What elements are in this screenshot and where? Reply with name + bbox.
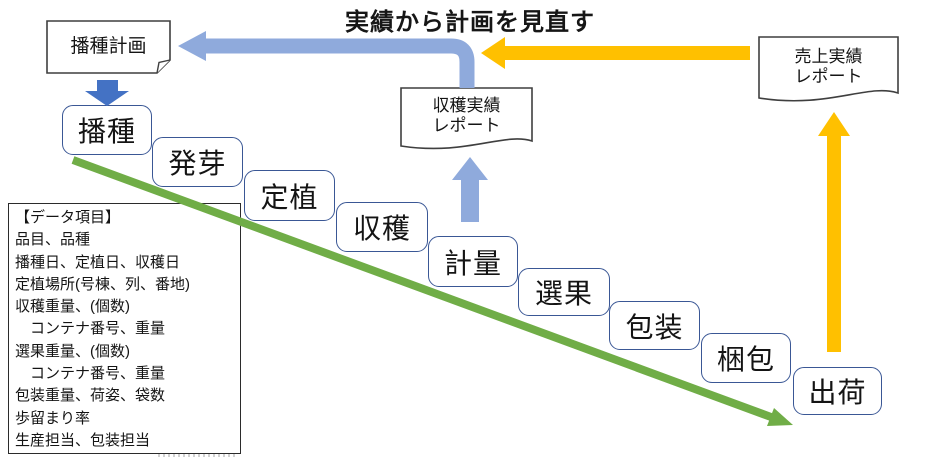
data-item: コンテナ番号、重量 xyxy=(15,365,166,383)
data-items-panel: 【データ項目】 品目、品種 播種日、定植日、収穫日 定植場所(号棟、列、番地) … xyxy=(8,203,241,454)
data-item: 品目、品種 xyxy=(15,231,91,249)
data-item: 生産担当、包装担当 xyxy=(15,431,151,449)
weighing-to-harvest-report-arrow xyxy=(452,157,488,222)
step-label: 出荷 xyxy=(808,377,867,408)
data-item: 定植場所(号棟、列、番地) xyxy=(15,275,190,293)
harvest-report-to-plan-arrow xyxy=(178,31,475,88)
harvest-report-document: 収穫実績 レポート xyxy=(400,87,533,155)
harvest-report-label: 収穫実績 レポート xyxy=(432,96,501,135)
step-germination: 発芽 xyxy=(152,137,243,187)
sowing-plan-document: 播種計画 xyxy=(46,20,171,74)
step-sowing: 播種 xyxy=(62,105,152,155)
document-shape-icon xyxy=(758,36,899,102)
step-shipping: 出荷 xyxy=(793,367,882,415)
note-shape-icon xyxy=(46,20,171,74)
step-label: 発芽 xyxy=(168,148,227,179)
sales-report-label: 売上実績 レポート xyxy=(794,47,863,86)
step-label: 選果 xyxy=(534,278,593,309)
shipping-to-sales-report-arrow xyxy=(818,112,850,352)
step-label: 播種 xyxy=(77,116,136,147)
step-harvesting: 収穫 xyxy=(336,202,428,252)
data-item: 収穫重量、(個数) xyxy=(15,298,130,316)
sales-report-to-plan-arrow xyxy=(481,37,750,69)
step-packing: 梱包 xyxy=(701,333,791,383)
step-label: 計量 xyxy=(443,247,502,279)
sowing-plan-label: 播種計画 xyxy=(70,35,147,57)
step-label: 梱包 xyxy=(716,344,775,375)
data-item: コンテナ番号、重量 xyxy=(15,320,166,338)
step-label: 定植 xyxy=(260,181,319,213)
step-weighing: 計量 xyxy=(428,236,518,287)
plan-to-sowing-arrow xyxy=(85,80,129,106)
step-transplanting: 定植 xyxy=(244,170,335,221)
step-label: 収穫 xyxy=(352,213,411,244)
data-item: 包装重量、荷姿、袋数 xyxy=(15,387,166,405)
step-wrapping: 包装 xyxy=(609,301,700,350)
data-item: 播種日、定植日、収穫日 xyxy=(15,253,181,271)
data-item: 歩留まり率 xyxy=(15,409,91,427)
step-label: 包装 xyxy=(625,311,684,343)
diagram-title: 実績から計画を見直す xyxy=(345,9,595,36)
step-sorting: 選果 xyxy=(518,268,610,316)
page-edge-artifact xyxy=(158,452,236,457)
sales-report-document: 売上実績 レポート xyxy=(758,36,899,108)
data-items-heading: 【データ項目】 xyxy=(15,209,121,226)
document-shape-icon xyxy=(400,87,533,150)
data-item: 選果重量、(個数) xyxy=(15,342,130,360)
